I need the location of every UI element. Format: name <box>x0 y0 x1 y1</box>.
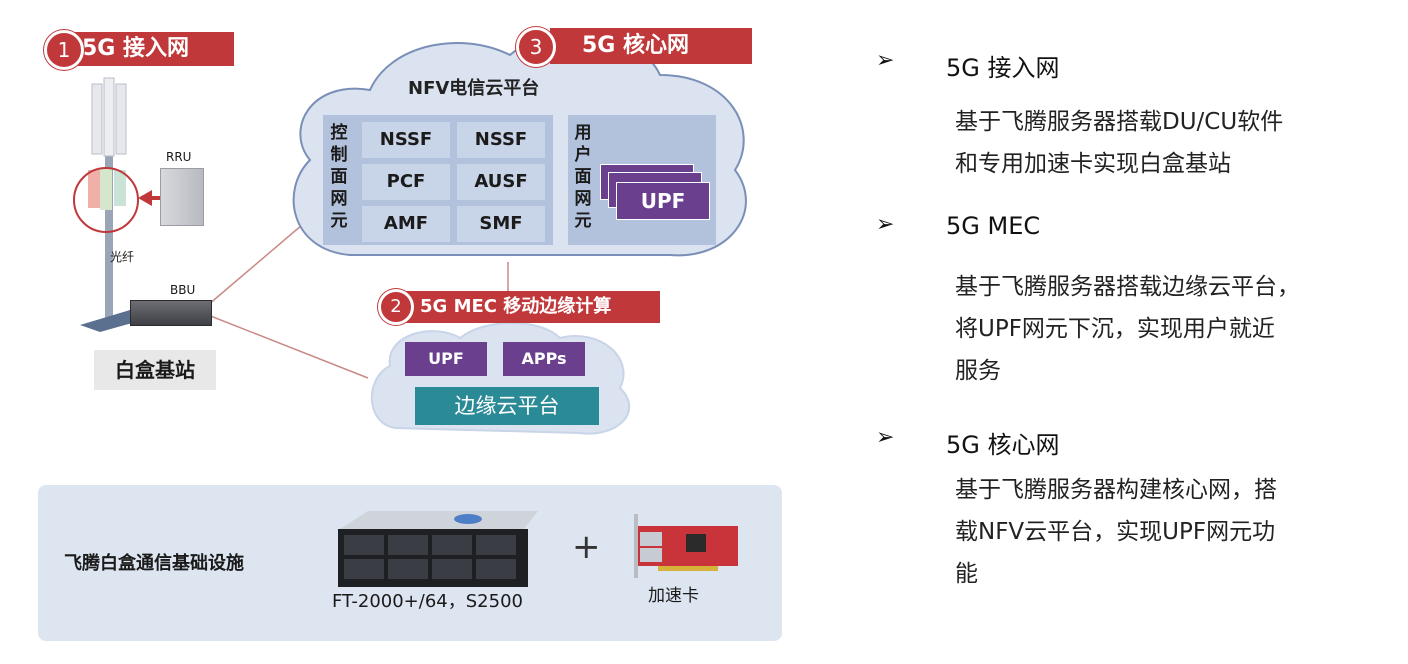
up-char: 元 <box>574 211 592 231</box>
core-number-badge: 3 <box>516 27 556 67</box>
fiber-label: 光纤 <box>110 250 135 264</box>
desc-line: 基于飞腾服务器搭载边缘云平台， <box>955 274 1300 300</box>
cp-char: 网 <box>330 189 348 209</box>
up-char: 网 <box>574 189 592 209</box>
mec-number-badge: 2 <box>378 289 414 325</box>
cp-char: 元 <box>330 211 348 231</box>
accelerator-card-label: 加速卡 <box>648 586 699 606</box>
access-network-label: 5G 接入网 <box>82 36 190 61</box>
bullet-desc-access: 基于飞腾服务器搭载DU/CU软件 和专用加速卡实现白盒基站 <box>955 101 1375 185</box>
mec-upf-box: UPF <box>405 342 487 376</box>
access-network-tag: 5G 接入网 <box>62 32 234 66</box>
user-plane-label: 用 户 面 网 元 <box>572 122 594 232</box>
desc-line: 能 <box>955 561 978 587</box>
bullet-arrow-icon: ➢ <box>876 425 895 450</box>
nssf-box-2: NSSF <box>457 122 545 158</box>
ausf-box: AUSF <box>457 164 545 200</box>
smf-box: SMF <box>457 206 545 242</box>
cp-char: 面 <box>330 167 348 187</box>
control-plane-label: 控 制 面 网 元 <box>328 122 350 232</box>
bbu-device-image <box>130 300 212 326</box>
edge-cloud-platform-box: 边缘云平台 <box>415 387 599 425</box>
desc-line: 将UPF网元下沉，实现用户就近 <box>955 316 1275 342</box>
desc-line: 载NFV云平台，实现UPF网元功 <box>955 519 1276 545</box>
up-char: 用 <box>574 123 592 143</box>
mec-tag: 5G MEC 移动边缘计算 <box>398 291 660 323</box>
rru-label: RRU <box>166 150 192 164</box>
desc-line: 基于飞腾服务器搭载DU/CU软件 <box>955 109 1284 135</box>
bbu-label: BBU <box>170 283 196 297</box>
cp-char: 控 <box>330 123 348 143</box>
bullet-desc-core: 基于飞腾服务器构建核心网，搭 载NFV云平台，实现UPF网元功 能 <box>955 469 1375 595</box>
mec-apps-box: APPs <box>503 342 585 376</box>
mec-label: 5G MEC 移动边缘计算 <box>420 296 612 317</box>
white-box-station-label: 白盒基站 <box>94 350 216 390</box>
cp-char: 制 <box>330 145 348 165</box>
accelerator-card-image <box>628 510 746 580</box>
desc-line: 基于飞腾服务器构建核心网，搭 <box>955 477 1277 503</box>
nfv-cloud-title: NFV电信云平台 <box>408 78 540 99</box>
nssf-box: NSSF <box>362 122 450 158</box>
bullet-title-access: 5G 接入网 <box>946 54 1060 82</box>
bullet-arrow-icon: ➢ <box>876 212 895 237</box>
pcf-box: PCF <box>362 164 450 200</box>
infrastructure-title: 飞腾白盒通信基础设施 <box>64 553 244 574</box>
rru-device-image <box>160 168 204 226</box>
server-model-label: FT-2000+/64，S2500 <box>332 591 523 612</box>
desc-line: 服务 <box>955 358 1001 384</box>
bullet-arrow-icon: ➢ <box>876 48 895 73</box>
up-char: 面 <box>574 167 592 187</box>
bullet-title-mec: 5G MEC <box>946 212 1041 240</box>
bullet-title-core: 5G 核心网 <box>946 431 1060 459</box>
core-network-tag: 5G 核心网 <box>550 28 752 64</box>
connector-lines <box>207 224 509 379</box>
access-number-badge: 1 <box>44 30 84 70</box>
plus-sign: + <box>572 527 601 567</box>
core-upf-box: UPF <box>616 182 710 220</box>
desc-line: 和专用加速卡实现白盒基站 <box>955 151 1231 177</box>
up-char: 户 <box>574 145 592 165</box>
amf-box: AMF <box>362 206 450 242</box>
bullet-desc-mec: 基于飞腾服务器搭载边缘云平台， 将UPF网元下沉，实现用户就近 服务 <box>955 266 1375 392</box>
core-network-label: 5G 核心网 <box>582 33 690 58</box>
server-image <box>328 505 540 589</box>
